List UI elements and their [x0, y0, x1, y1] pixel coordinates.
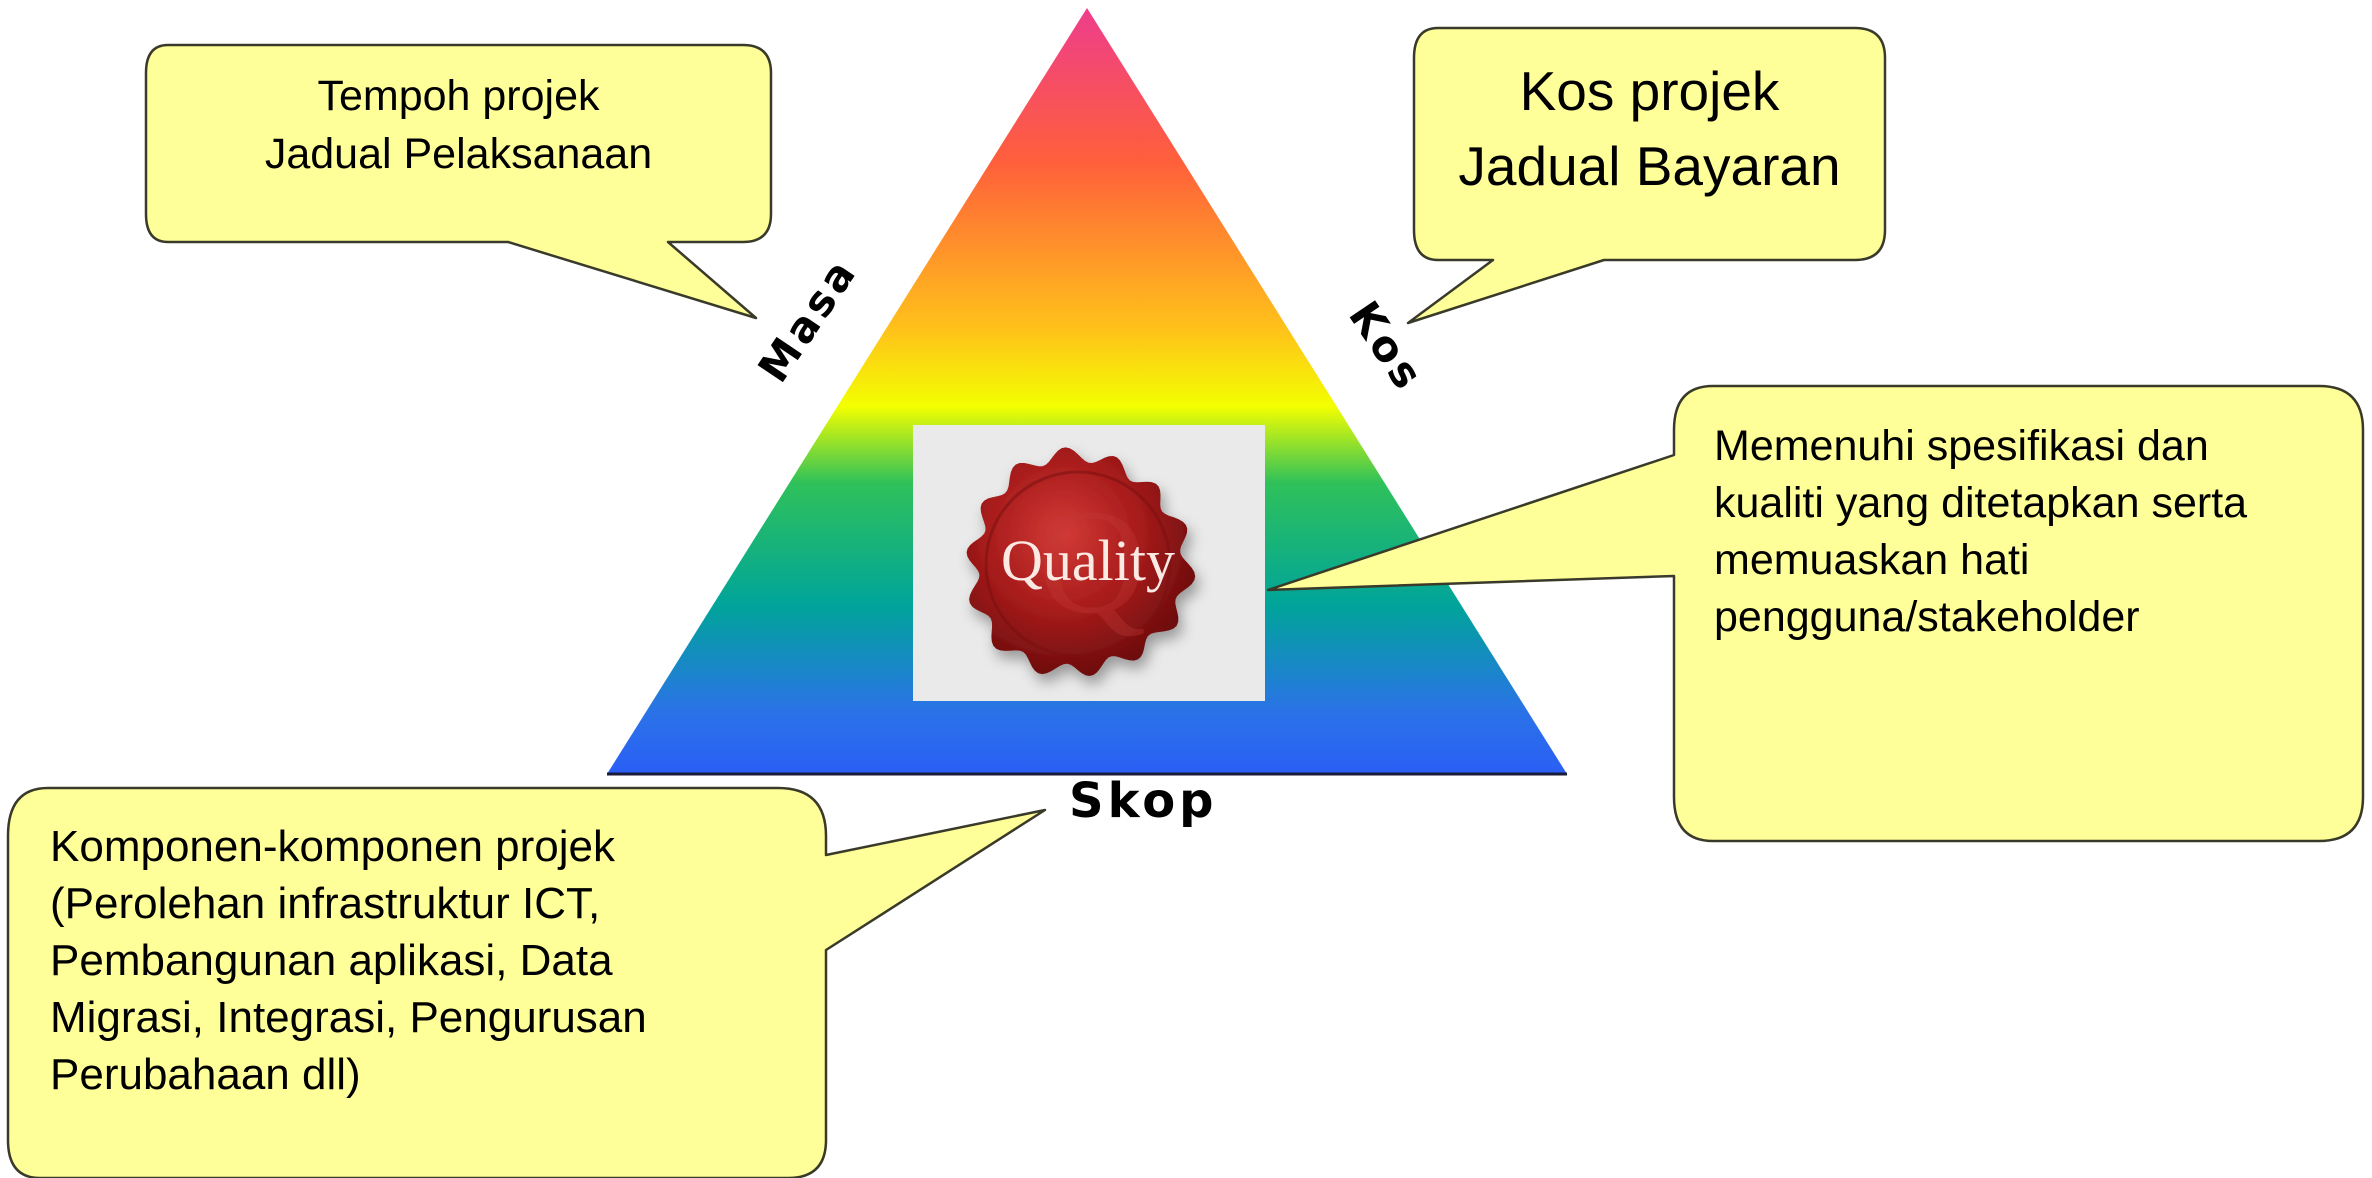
seal-label: Quality [1001, 528, 1175, 593]
quality-callout-text: Memenuhi spesifikasi dan kualiti yang di… [1714, 422, 2248, 641]
seal-watermark: Q [1038, 479, 1146, 645]
time-callout [144, 43, 773, 320]
cost-callout-text: Kos projek Jadual Bayaran [1458, 60, 1841, 197]
scope-callout-text: Komponen-komponen projek (Perolehan infr… [50, 822, 647, 1099]
time-callout-text: Tempoh projek Jadual Pelaksanaan [264, 72, 653, 178]
side-label-skop: Skop [1069, 773, 1218, 829]
scope-callout [6, 786, 1047, 1178]
quality-callout [1266, 384, 2365, 843]
cost-callout [1406, 26, 1887, 325]
quality-seal-image: Q Quality [913, 425, 1265, 701]
